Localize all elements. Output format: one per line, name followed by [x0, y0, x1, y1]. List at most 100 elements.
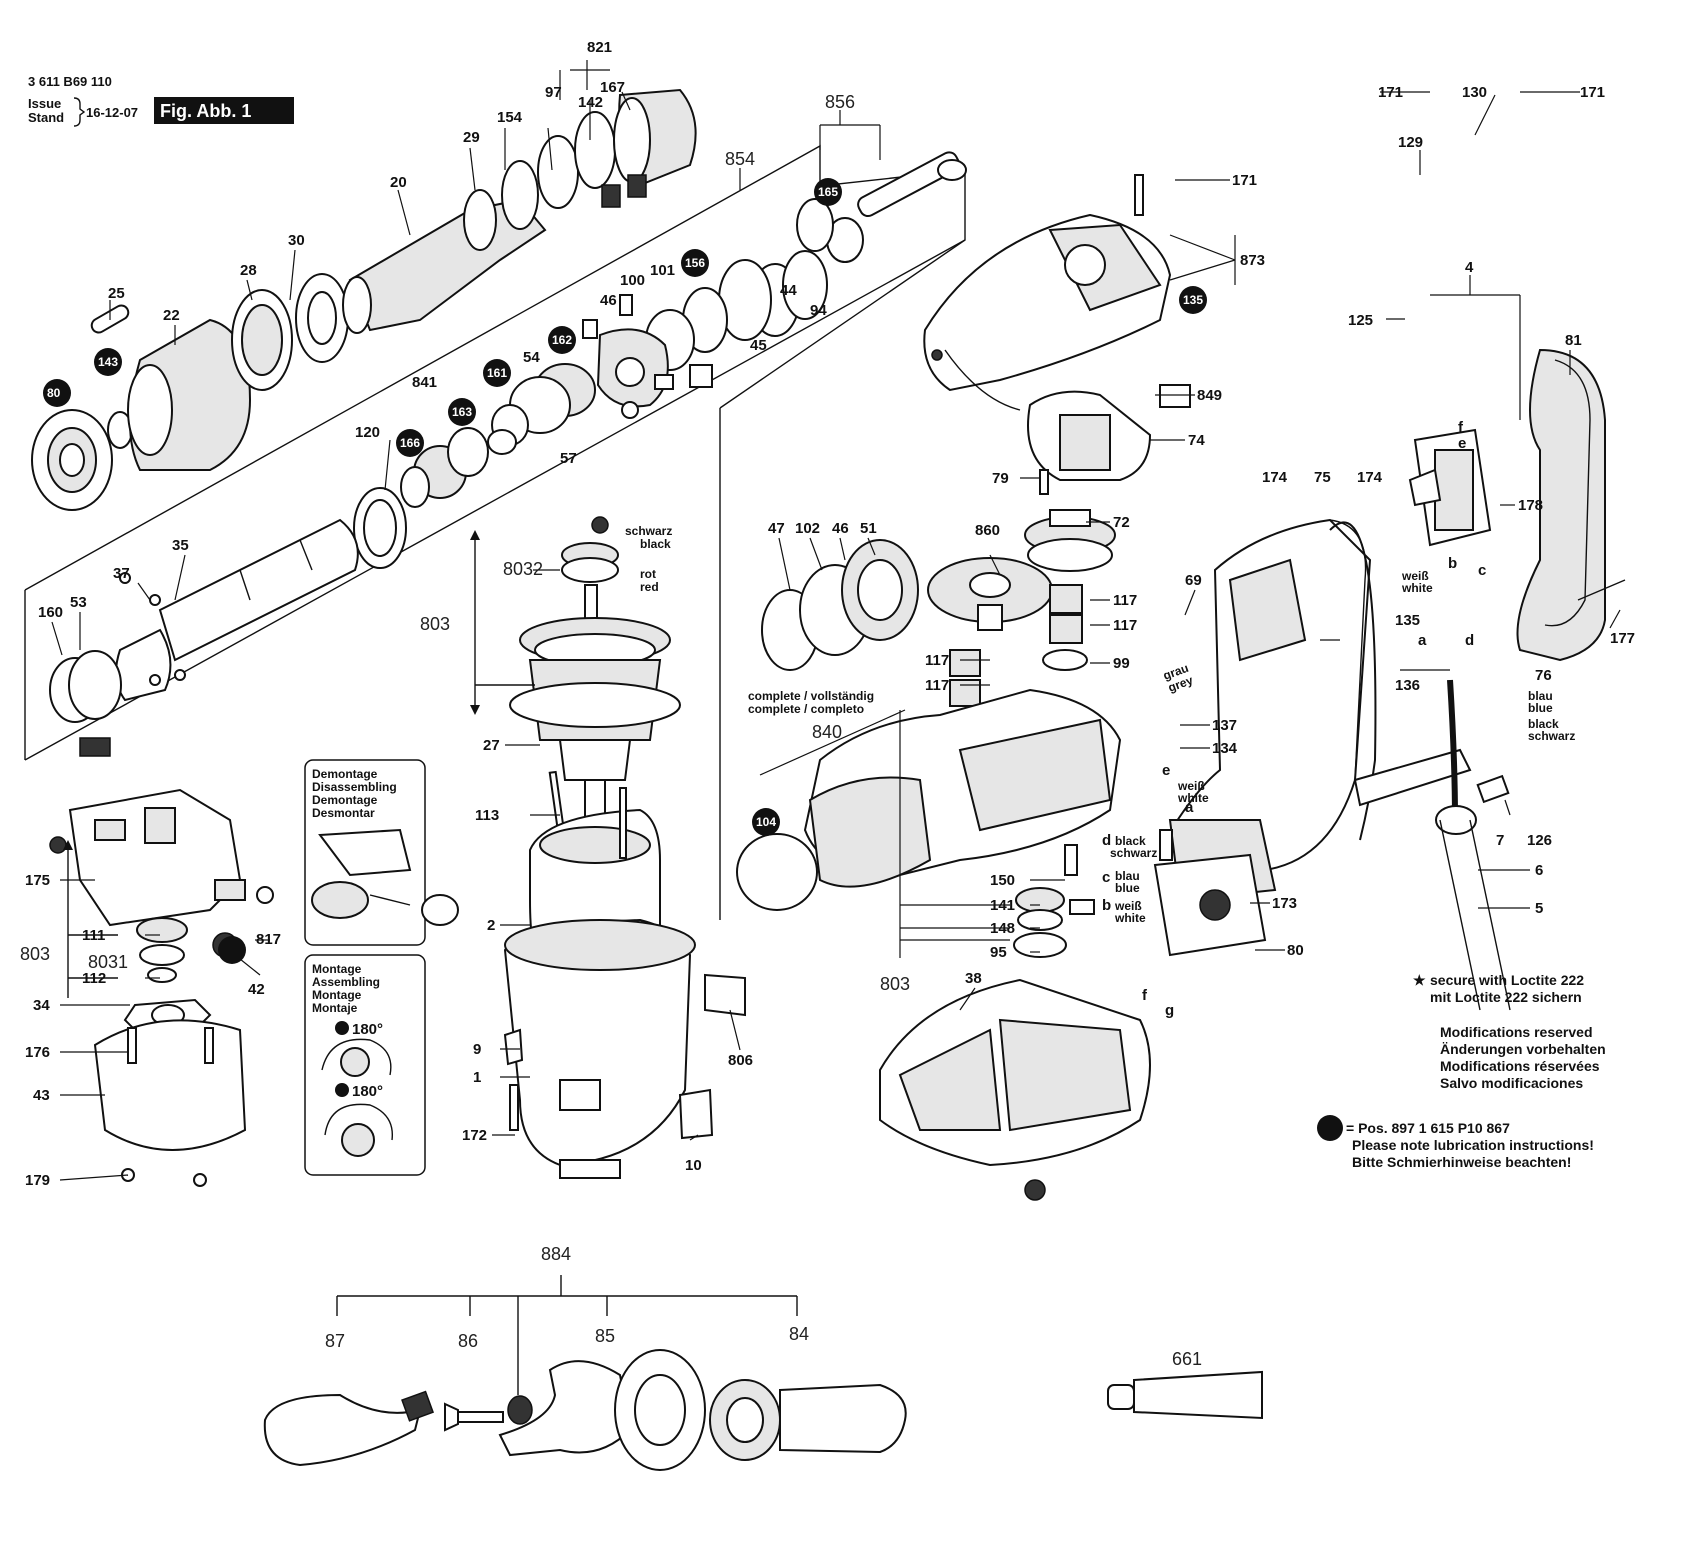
label-172: 172 — [462, 1127, 487, 1144]
label-177: 177 — [1610, 630, 1635, 647]
issue-date: 16-12-07 — [86, 105, 138, 120]
label-803b: 803 — [20, 944, 50, 964]
notes-block: ★ secure with Loctite 222 mit Loctite 22… — [1317, 972, 1606, 1170]
svg-text:b: b — [1448, 555, 1457, 572]
handle-84 — [709, 1379, 907, 1461]
label-803c: 803 — [880, 974, 910, 994]
lube-note-1: = Pos. 897 1 615 P10 867 — [1346, 1120, 1510, 1136]
pin-150 — [1064, 844, 1078, 876]
assembly-box: Montage Assembling Montage Montaje 180° … — [304, 954, 426, 1176]
label-86: 86 — [458, 1331, 478, 1351]
label-661: 661 — [1172, 1349, 1202, 1369]
brush-holder-assembly — [49, 788, 274, 1187]
gear-860 — [927, 557, 1053, 631]
label-10: 10 — [685, 1157, 702, 1174]
label-84: 84 — [789, 1324, 809, 1344]
label-72: 72 — [1113, 514, 1130, 531]
svg-text:a: a — [1418, 632, 1427, 649]
label-102: 102 — [795, 520, 820, 537]
lubrication-icon — [1317, 1115, 1343, 1141]
label-143: 143 — [98, 355, 118, 369]
part-labels: 821 167 97 142 154 29 20 30 28 25 22 143… — [20, 39, 1635, 1369]
label-4: 4 — [1465, 259, 1474, 276]
svg-text:a: a — [1185, 799, 1194, 816]
striker-856 — [826, 151, 967, 263]
spring-28 — [231, 289, 293, 391]
label-5: 5 — [1535, 900, 1543, 917]
mod-note-3: Modifications réservées — [1440, 1058, 1600, 1074]
svg-text:blue: blue — [1115, 881, 1140, 895]
nut — [507, 1395, 533, 1425]
piston-156 — [750, 198, 834, 337]
label-129: 129 — [1398, 134, 1423, 151]
stand-label: Stand — [28, 110, 64, 125]
svg-text:f: f — [1142, 987, 1148, 1004]
svg-text:schwarz: schwarz — [625, 524, 672, 538]
label-101: 101 — [650, 262, 675, 279]
label-171c: 171 — [1232, 172, 1257, 189]
gear-carrier-100 — [596, 294, 713, 419]
label-7: 7 — [1496, 832, 1504, 849]
label-28: 28 — [240, 262, 257, 279]
label-79: 79 — [992, 470, 1009, 487]
svg-text:e: e — [1458, 435, 1466, 452]
label-9 — [503, 1028, 524, 1066]
lube-note-3: Bitte Schmierhinweise beachten! — [1352, 1154, 1571, 1170]
label-160: 160 — [38, 604, 63, 621]
svg-text:Assembling: Assembling — [312, 975, 380, 989]
label-117c: 117 — [925, 652, 949, 669]
wire-labels: schwarz black rot red weiß white blau bl… — [625, 524, 1575, 925]
svg-text:blue: blue — [1528, 701, 1553, 715]
label-25: 25 — [108, 285, 125, 302]
label-20: 20 — [390, 174, 407, 191]
needle-sleeves-117 — [949, 584, 1083, 707]
screw-86 — [444, 1402, 504, 1432]
label-8031: 8031 — [88, 952, 128, 972]
svg-text:schwarz: schwarz — [1528, 729, 1575, 743]
label-34: 34 — [33, 997, 50, 1014]
bearing-sleeve-57 — [487, 319, 598, 455]
label-57: 57 — [560, 450, 577, 467]
label-134: 134 — [1212, 740, 1238, 757]
label-179: 179 — [25, 1172, 50, 1189]
label-174a: 174 — [1262, 469, 1288, 486]
label-6: 6 — [1535, 862, 1543, 879]
connector-letters: f b c d a e a b c d e f g — [1102, 419, 1486, 1019]
label-27: 27 — [483, 737, 500, 754]
star-icon: ★ — [1413, 972, 1426, 988]
o-ring-104 — [736, 833, 818, 911]
label-167: 167 — [600, 79, 625, 96]
fig-label: Fig. Abb. 1 — [160, 101, 251, 121]
tube-35 — [158, 518, 359, 662]
label-117a: 117 — [1113, 592, 1137, 609]
label-85: 85 — [595, 1326, 615, 1346]
label-840: 840 — [812, 722, 842, 742]
label-856: 856 — [825, 92, 855, 112]
label-42: 42 — [248, 981, 265, 998]
label-873: 873 — [1240, 252, 1265, 269]
screw-172 — [509, 1084, 519, 1131]
mod-note-2: Änderungen vorbehalten — [1440, 1041, 1606, 1057]
label-29: 29 — [463, 129, 480, 146]
locking-sleeve-167 — [613, 88, 697, 187]
svg-text:weiß: weiß — [1401, 569, 1429, 583]
leader-lines — [51, 60, 1621, 1181]
svg-text:red: red — [640, 580, 659, 594]
brush-yoke-74 — [1027, 384, 1191, 495]
label-113: 113 — [475, 807, 499, 824]
label-126: 126 — [1527, 832, 1552, 849]
loctite-note-1: secure with Loctite 222 — [1430, 972, 1584, 988]
svg-text:weiß: weiß — [1177, 779, 1205, 793]
label-81: 81 — [1565, 332, 1582, 349]
bearing-841 — [400, 427, 489, 508]
armature-27 — [509, 617, 681, 821]
label-135a: 135 — [1183, 293, 1203, 307]
panel-outline-upper — [24, 144, 966, 761]
label-22: 22 — [163, 307, 180, 324]
fan-armature-8032 — [561, 516, 619, 626]
label-817: 817 — [256, 931, 281, 948]
label-76: 76 — [1535, 667, 1552, 684]
label-120: 120 — [355, 424, 380, 441]
clamp-85 — [498, 1349, 706, 1471]
issue-brace — [73, 97, 86, 127]
